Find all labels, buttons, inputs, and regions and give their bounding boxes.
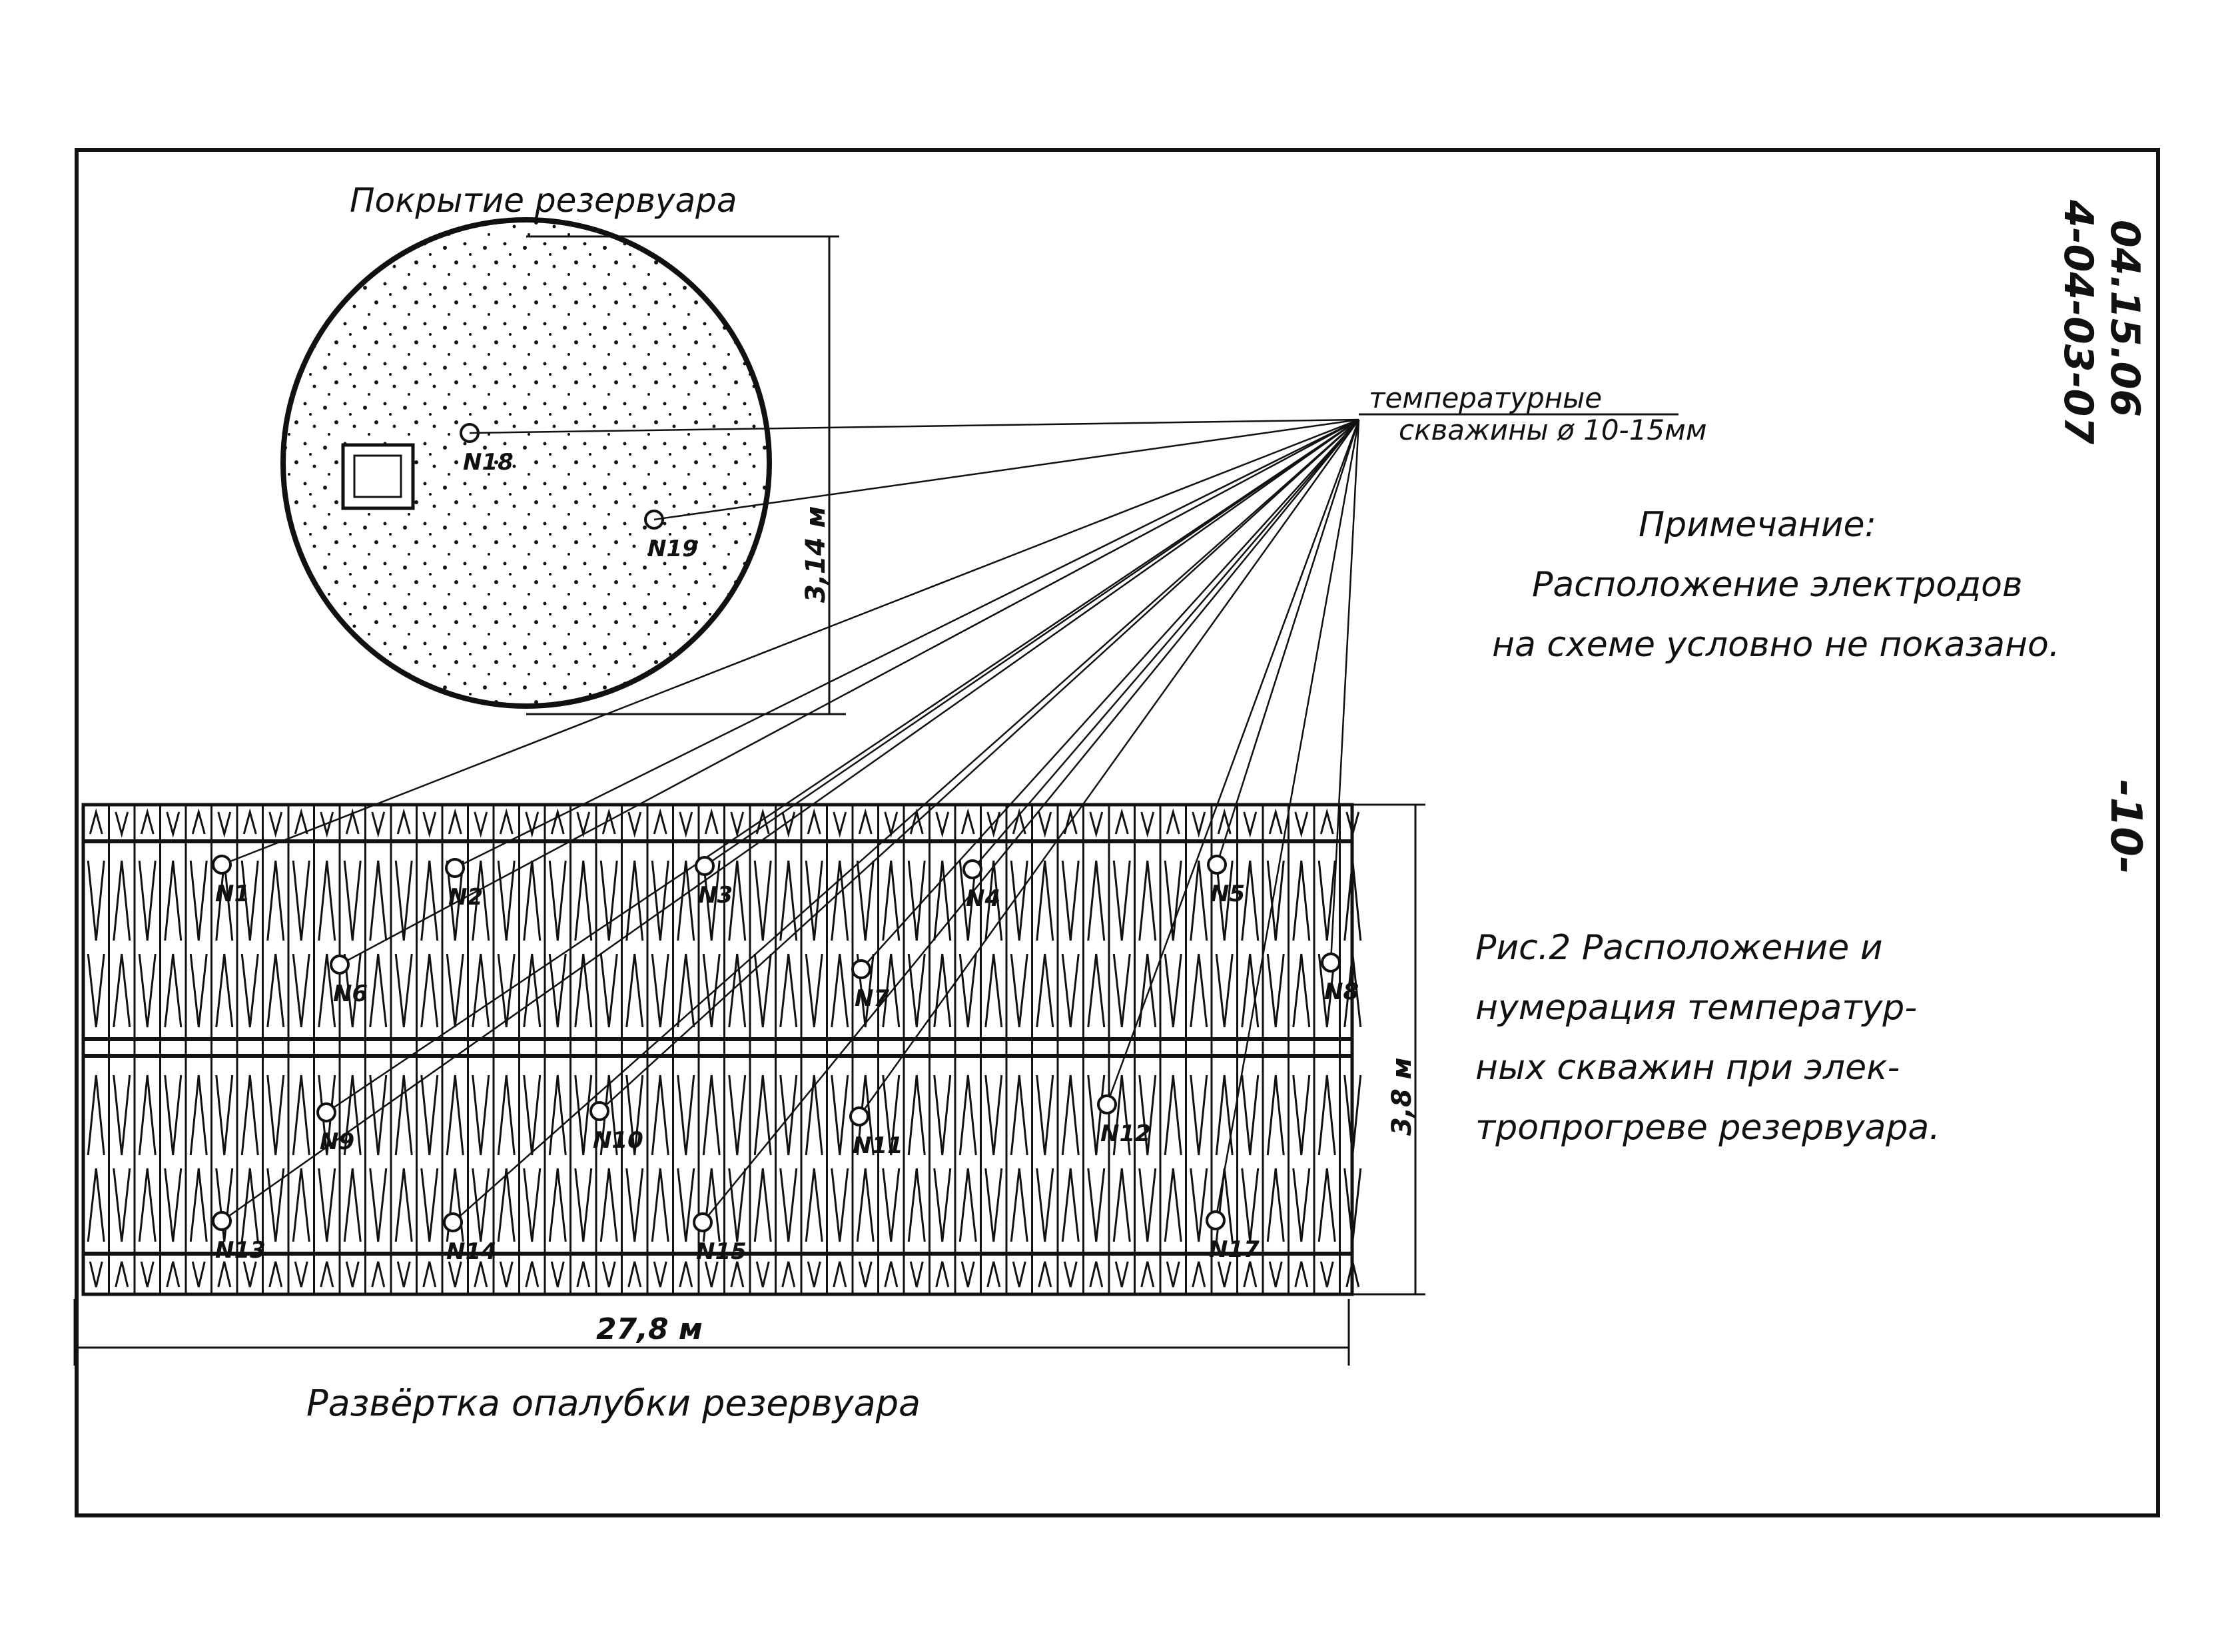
- dev-well-label: N13: [215, 1237, 266, 1264]
- leader-line: [221, 418, 1359, 866]
- leader-line: [326, 418, 1359, 1114]
- development-title: Развёртка опалубки резервуара: [306, 1382, 921, 1424]
- dev-well-label: N11: [853, 1132, 903, 1159]
- note-line-2: на схеме условно не показано.: [1492, 625, 2059, 665]
- leader-lines: [221, 418, 1360, 1223]
- dev-well-marker: [443, 1212, 463, 1232]
- dev-well-marker: [962, 859, 982, 879]
- wells-callout-1: температурные: [1369, 382, 1602, 414]
- caption-line-3: ных скважин при элек-: [1475, 1048, 1900, 1088]
- leader-line: [972, 419, 1359, 870]
- roof-height-label: 3,14 м: [801, 506, 831, 603]
- roof-hatch-inner: [353, 454, 402, 498]
- leader-line: [1106, 419, 1360, 1105]
- roof-title: Покрытие резервуара: [350, 181, 737, 220]
- dev-well-label: N6: [333, 981, 368, 1007]
- dev-well-marker: [693, 1212, 713, 1232]
- dev-well-label: N15: [696, 1238, 747, 1265]
- dev-well-marker: [695, 856, 715, 876]
- dev-well-label: N12: [1100, 1120, 1151, 1147]
- dev-well-label: N2: [448, 884, 483, 911]
- formwork-outline: [81, 803, 1354, 1296]
- dev-well-label: N4: [966, 885, 1000, 912]
- dev-well-marker: [445, 858, 465, 878]
- leader-line: [653, 418, 1359, 521]
- caption-line-1: Рис.2 Расположение и: [1475, 928, 1883, 968]
- roof-circle: [280, 217, 772, 709]
- formwork-development: [81, 803, 1362, 1296]
- note-line-1: Расположение электродов: [1532, 565, 2023, 605]
- dev-well-marker: [212, 855, 232, 875]
- drawing-frame: [75, 148, 2160, 1517]
- leader-line: [1216, 419, 1360, 865]
- caption-line-4: тропрогреве резервуара.: [1475, 1108, 1940, 1148]
- roof-well-label: N19: [647, 536, 698, 562]
- roof-well-label: N18: [463, 449, 514, 476]
- caption-line-2: нумерация температур-: [1475, 988, 1917, 1028]
- dev-well-label: N1: [215, 881, 250, 907]
- doc-code-2: 4-04-03-07: [2055, 199, 2101, 444]
- dev-well-marker: [849, 1106, 869, 1126]
- dev-well-marker: [1097, 1094, 1117, 1114]
- dev-well-label: N7: [855, 985, 889, 1012]
- dev-well-label: N10: [593, 1127, 643, 1154]
- dev-well-label: N8: [1324, 979, 1359, 1005]
- leader-line: [704, 418, 1359, 867]
- wells-callout-2: скважины ø 10-15мм: [1399, 414, 1707, 446]
- dev-well-marker: [330, 955, 350, 975]
- dev-well-marker: [212, 1211, 232, 1231]
- leader-line: [221, 418, 1359, 1222]
- dev-well-marker: [589, 1101, 609, 1121]
- dev-well-label: N9: [320, 1128, 354, 1155]
- dev-well-label: N5: [1210, 881, 1245, 907]
- leader-line: [1329, 419, 1360, 963]
- dev-well-marker: [316, 1102, 336, 1122]
- note-title: Примечание:: [1639, 505, 1876, 545]
- leader-line: [858, 419, 1360, 1117]
- doc-code-1: 04.15.06: [2101, 220, 2148, 417]
- dev-well-marker: [1207, 855, 1227, 875]
- dev-well-label: N3: [698, 882, 733, 909]
- dev-well-marker: [851, 959, 871, 979]
- dev-height-label: 3,8 м: [1387, 1058, 1417, 1136]
- dev-well-label: N17: [1209, 1236, 1260, 1263]
- dev-well-marker: [1321, 953, 1341, 973]
- leader-line: [452, 419, 1359, 1223]
- leader-line: [599, 419, 1359, 1112]
- leader-line: [1214, 419, 1360, 1221]
- leader-line: [454, 418, 1359, 869]
- leader-line: [469, 418, 1359, 434]
- dev-width-label: 27,8 м: [596, 1312, 703, 1346]
- dev-well-marker: [1206, 1210, 1226, 1230]
- leader-line: [339, 418, 1359, 966]
- page-number: -10-: [2101, 779, 2150, 874]
- dev-well-label: N14: [446, 1238, 497, 1265]
